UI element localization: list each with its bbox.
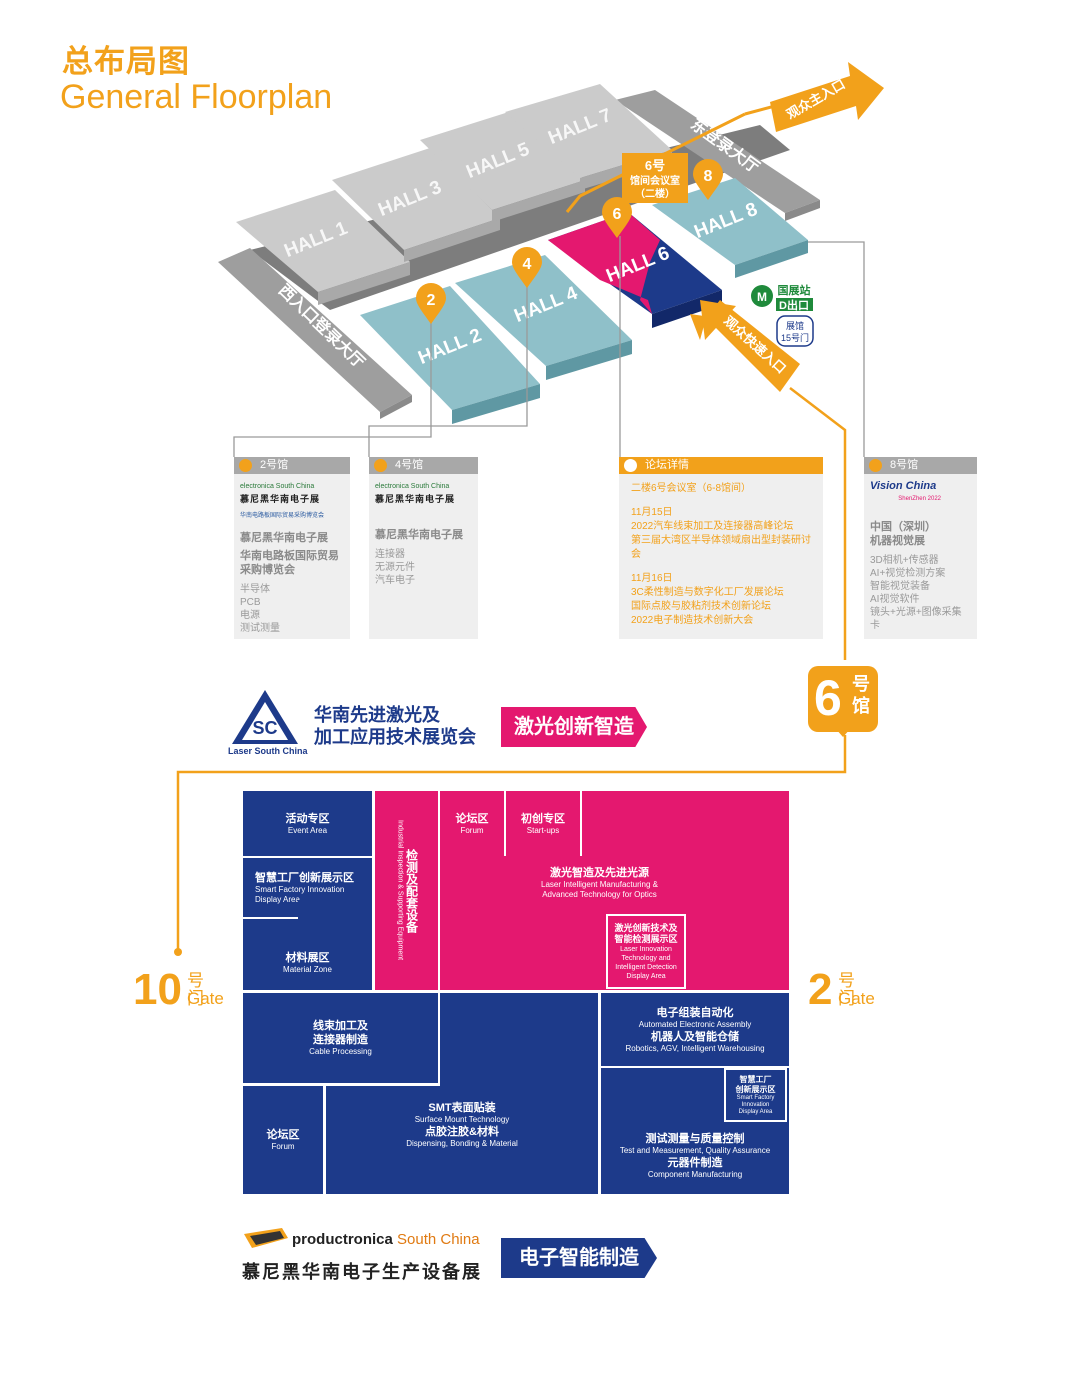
electronica-logo: electronica South China [240,483,315,490]
card-forum-details: 论坛详情 二楼6号会议室（6-8馆间） 11月15日 2022汽车线束加工及连接… [619,457,823,639]
card-hall-8: 8号馆 Vision China ShenZhen 2022 中国（深圳） 机器… [864,457,977,639]
hall-5 [420,110,585,222]
conference-room-marker: 6号 馆间会议室 （二楼） [622,153,688,203]
pin-hall-4[interactable]: 4 [512,247,542,288]
svg-text:2: 2 [427,292,436,309]
zone-forum-top[interactable]: 论坛区 Forum [440,791,504,856]
svg-text:展馆: 展馆 [786,320,804,331]
page-title-en: General Floorplan [60,78,333,116]
pin-hall-2[interactable]: 2 [416,283,446,324]
svg-text:15号门: 15号门 [781,332,809,343]
laser-innovation-banner: 激光创新智造 [501,707,647,747]
productronica-name-cn: 慕尼黑华南电子生产设备展 [242,1262,482,1283]
metro-icon [751,285,773,307]
hall-6 [548,212,722,328]
svg-text:8: 8 [704,168,713,185]
page-title-cn: 总布局图 [62,44,190,79]
hall-3 [332,148,500,262]
zone-forum-bottom[interactable]: 论坛区 Forum [243,1086,323,1194]
card-hall-2: 2号馆 electronica South China 慕尼黑华南电子展 华南电… [234,457,350,639]
pin-hall-6[interactable]: 6 [602,197,632,238]
west-lobby [218,248,412,412]
zone-smart-factory-small[interactable]: 智慧工厂 创新展示区 Smart Factory Innovation Disp… [724,1068,787,1122]
zone-assembly[interactable]: 电子组装自动化 Automated Electronic Assembly 机器… [601,993,789,1066]
svg-text:馆间会议室: 馆间会议室 [630,174,680,187]
hall-8 [652,178,808,278]
pin-icon [869,459,882,472]
pin-icon [374,459,387,472]
main-entrance-arrow: 观众主入口 [770,62,884,132]
svg-text:SC: SC [252,718,277,738]
hall-map: HALL 1 HALL 3 HALL 5 HALL 7 HALL 2 HALL … [218,62,884,660]
vision-china-logo: Vision China [870,480,937,492]
laser-expo-name: 华南先进激光及 加工应用技术展览会 [314,705,476,747]
electronica-logo: electronica South China [375,483,450,490]
svg-text:国展站: 国展站 [778,283,811,297]
svg-text:D出口: D出口 [779,298,809,312]
svg-text:4: 4 [523,256,532,273]
productronica-name: productronica South China [292,1231,480,1248]
hall-6-floorplan: 活动专区 Event Area 智慧工厂创新展示区 Smart Factory … [242,790,790,1195]
hall-6-badge: 6 号 馆 [808,666,878,737]
pcb-fair-logo: 华南电路板国际贸易采购博览会 [240,513,325,519]
east-lobby [615,90,820,213]
svg-text:6号: 6号 [645,158,665,173]
card-hall-4: 4号馆 electronica South China 慕尼黑华南电子展 慕尼黑… [369,457,478,639]
zone-startups[interactable]: 初创专区 Start-ups [506,791,580,856]
zone-laser-innovation[interactable]: 激光创新技术及 智能检测展示区 Laser Innovation Technol… [606,914,686,989]
pin-hall-8[interactable]: 8 [693,159,723,200]
metro-station: M 国展站 D出口 展馆 15号门 [751,283,814,347]
zone-material[interactable]: 材料展区 Material Zone [243,919,372,990]
electronic-smart-manufacturing-banner: 电子智能制造 [501,1238,657,1278]
pin-icon [624,459,637,472]
svg-text:（二楼）: （二楼） [635,187,675,200]
zone-cable-processing[interactable]: 线束加工及 连接器制造 Cable Processing [243,993,438,1083]
laser-south-china-logo: SC [232,690,298,744]
pin-icon [239,459,252,472]
productronica-logo [244,1228,288,1248]
zone-inspection[interactable]: Industrial Inspection & Supporting Equip… [375,791,438,990]
svg-text:6: 6 [613,206,622,223]
zone-smt[interactable]: SMT表面贴装 Surface Mount Technology 点胶注胶&材料… [326,1086,598,1194]
hall-4 [455,255,632,380]
hall-2 [360,286,540,424]
zone-event-area[interactable]: 活动专区 Event Area [243,791,372,856]
svg-text:M: M [757,290,767,304]
hall-1 [236,190,410,305]
